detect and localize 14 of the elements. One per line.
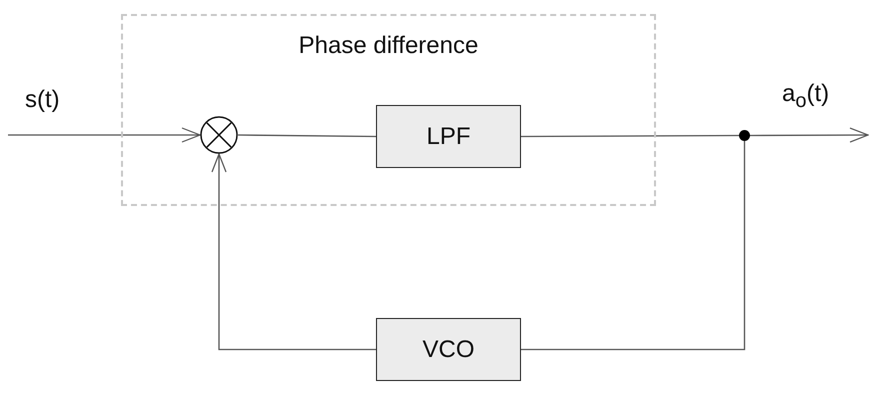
block-label: LPF — [426, 122, 470, 150]
connector-line — [521, 134, 739, 138]
connector-line — [521, 141, 746, 350]
arrow — [211, 153, 376, 350]
connector-line — [238, 134, 376, 138]
arrow — [8, 127, 201, 143]
block-label: VCO — [422, 336, 474, 364]
process-block — [376, 318, 521, 381]
group-heading: Phase difference — [298, 32, 478, 61]
process-block — [376, 105, 521, 168]
junction-dot — [739, 130, 750, 141]
arrow — [750, 127, 869, 143]
multiplier-circle — [200, 116, 238, 154]
dashed-group-box — [121, 14, 656, 206]
